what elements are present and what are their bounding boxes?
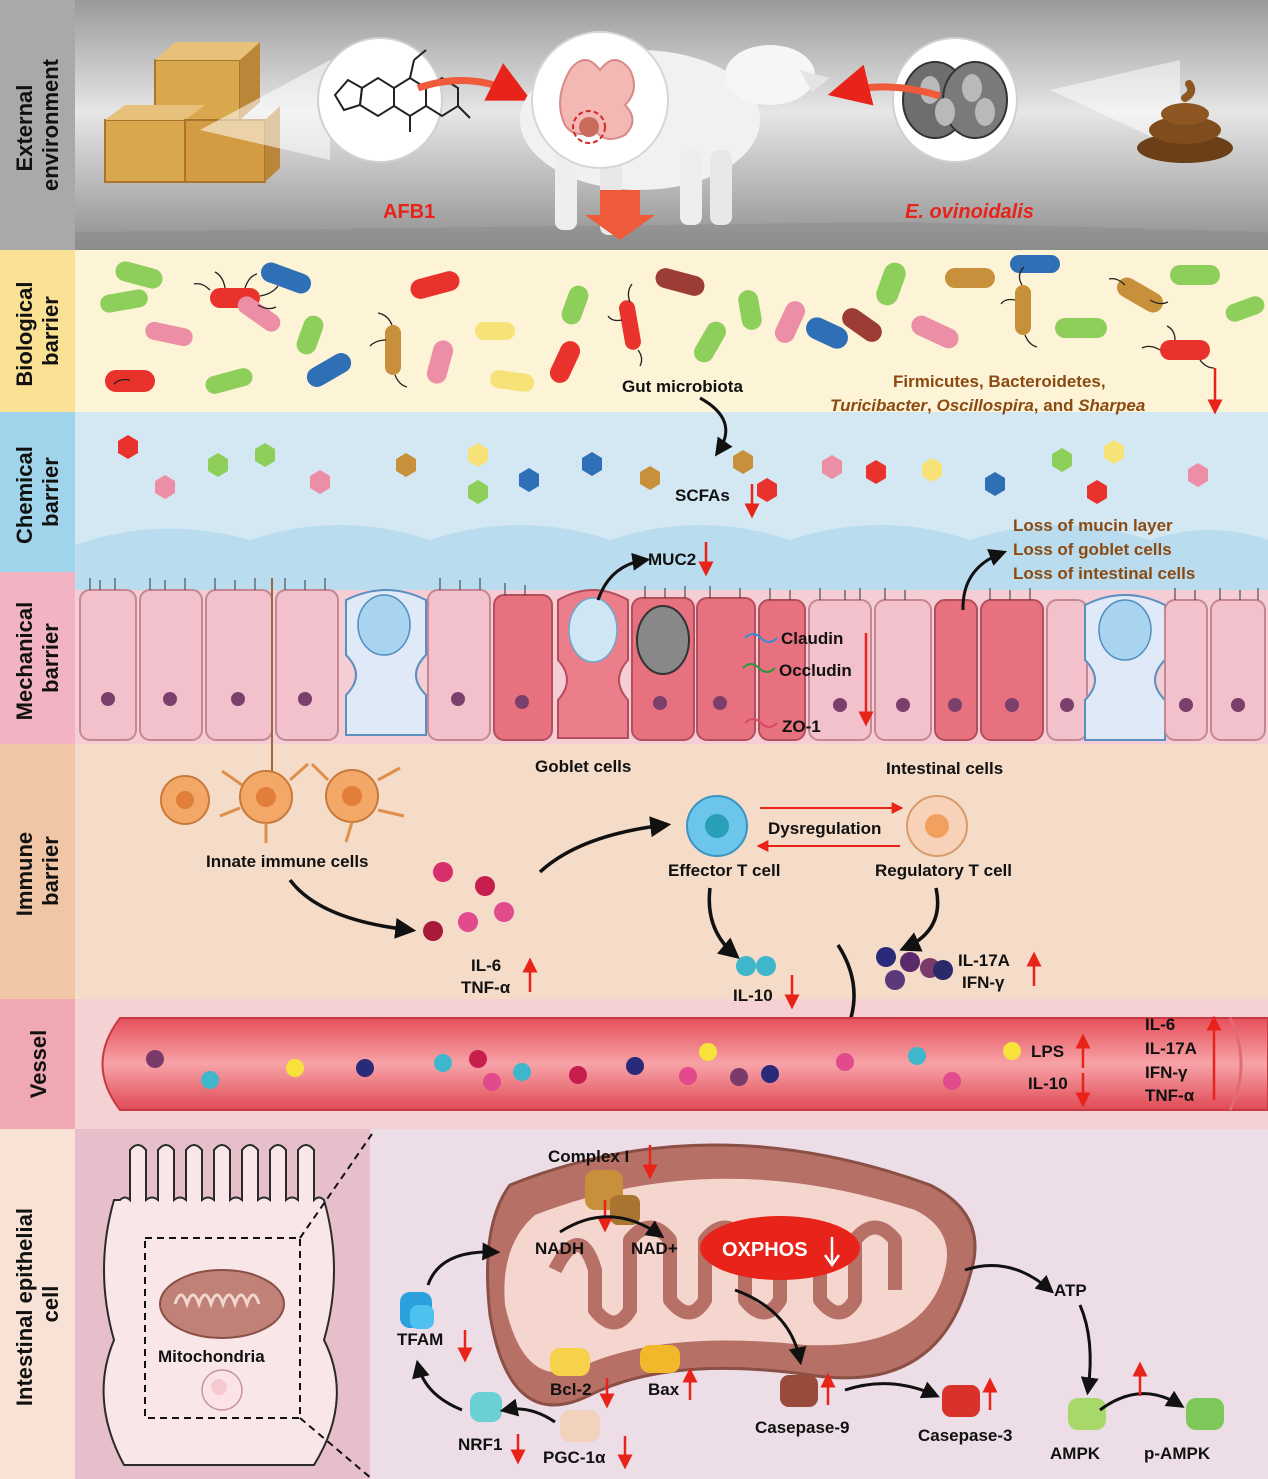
il6-immune-label: IL-6 — [471, 956, 501, 975]
eimeria-label: E. ovinoidalis — [905, 201, 1034, 223]
gut-microbiota-label: Gut microbiota — [622, 377, 743, 396]
ifng-vessel-label: IFN-γ — [1145, 1063, 1188, 1082]
ampk-icon — [1068, 1398, 1106, 1430]
blood-vessel — [101, 1017, 1268, 1111]
afb1-label: AFB1 — [383, 201, 435, 223]
loss-intestinal-label: Loss of intestinal cells — [1013, 564, 1195, 583]
nrf1-label: NRF1 — [458, 1435, 502, 1454]
feces-icon — [1137, 80, 1233, 163]
innate-immune-cells-icon — [160, 762, 405, 843]
down-arrow-red-icon — [585, 190, 655, 240]
claudin-icon — [744, 633, 778, 643]
il10-vessel-label: IL-10 — [1028, 1074, 1068, 1093]
occludin-icon — [742, 663, 776, 673]
caspase9-icon — [780, 1375, 818, 1407]
tnfa-immune-label: TNF-α — [461, 978, 511, 997]
immune-label: Immune barrier — [12, 826, 63, 916]
il10-cytokine-icon — [736, 956, 776, 976]
caspase9-label: Casepase-9 — [755, 1418, 850, 1437]
external-label: External environment — [12, 58, 63, 191]
bax-label: Bax — [648, 1380, 680, 1399]
il10-immune-label: IL-10 — [733, 986, 773, 1005]
caspase3-icon — [942, 1385, 980, 1417]
p-ampk-label: p-AMPK — [1144, 1444, 1211, 1463]
mitochondria-label: Mitochondria — [158, 1347, 265, 1366]
il17-ifng-cytokine-icon — [876, 947, 953, 990]
goblet-cells-label: Goblet cells — [535, 757, 631, 776]
intestinal-cells-label: Intestinal cells — [886, 759, 1003, 778]
oxphos-label: OXPHOS — [722, 1239, 808, 1261]
eimeria-oocyst-icon — [902, 61, 1008, 139]
claudin-label: Claudin — [781, 629, 843, 648]
nadh-label: NADH — [535, 1239, 584, 1258]
bax-icon — [640, 1345, 680, 1373]
vessel-cytokines — [146, 1042, 1021, 1091]
p-ampk-icon — [1186, 1398, 1224, 1430]
afb1-structure-icon — [333, 49, 471, 132]
nrf1-icon — [470, 1392, 502, 1422]
tfam-icon — [400, 1292, 434, 1329]
muc2-label: MUC2 — [648, 550, 696, 569]
mechanical-label: Mechanical barrier — [12, 596, 63, 721]
il6-vessel-label: IL-6 — [1145, 1015, 1175, 1034]
il17a-immune-label: IL-17A — [958, 951, 1010, 970]
epithelial-label: Intestinal epithelial cell — [12, 1202, 63, 1406]
il17a-vessel-label: IL-17A — [1145, 1039, 1197, 1058]
ampk-label: AMPK — [1050, 1444, 1101, 1463]
complex1-label: Complex I — [548, 1147, 629, 1166]
loss-goblet-label: Loss of goblet cells — [1013, 540, 1172, 559]
cytokine-cluster-inflammatory — [423, 862, 514, 941]
loss-mucin-label: Loss of mucin layer — [1013, 516, 1173, 535]
afb1-molecule-circle — [317, 37, 443, 163]
zo1-label: ZO-1 — [782, 717, 821, 736]
taxa-line2: Turicibacter, Oscillospira, and Sharpea — [830, 396, 1145, 415]
mucus-layer — [75, 525, 1268, 590]
scfa-molecules — [118, 435, 1208, 504]
side-labels: External environment Biological barrier … — [0, 0, 75, 1479]
chemical-label: Chemical barrier — [12, 440, 63, 544]
pgc1a-label: PGC-1α — [543, 1448, 606, 1467]
lps-label: LPS — [1031, 1042, 1064, 1061]
vessel-label: Vessel — [26, 1030, 51, 1099]
caspase3-label: Casepase-3 — [918, 1426, 1013, 1445]
epithelial-cell-illustration — [102, 1144, 338, 1466]
biological-label: Biological barrier — [12, 275, 63, 386]
dysregulation-label: Dysregulation — [768, 819, 881, 838]
sheep-illustration — [520, 31, 830, 235]
gut-bacteria — [100, 255, 1265, 394]
regulatory-t-cell-label: Regulatory T cell — [875, 861, 1012, 880]
microbiota-to-scfa-arrow — [699, 396, 733, 457]
tfam-label: TFAM — [397, 1330, 443, 1349]
pgc1a-icon — [560, 1410, 600, 1442]
effector-t-cell-label: Effector T cell — [668, 861, 780, 880]
innate-immune-label: Innate immune cells — [206, 852, 369, 871]
ifng-immune-label: IFN-γ — [962, 973, 1005, 992]
epithelium — [79, 578, 1266, 741]
taxa-line1: Firmicutes, Bacteroidetes, — [893, 372, 1106, 391]
zo1-icon — [744, 718, 778, 728]
atp-label: ATP — [1054, 1281, 1087, 1300]
oxphos-badge — [700, 1216, 860, 1280]
bcl2-label: Bcl-2 — [550, 1380, 592, 1399]
bcl2-icon — [550, 1348, 590, 1376]
nadplus-label: NAD+ — [631, 1239, 678, 1258]
scfas-label: SCFAs — [675, 486, 730, 505]
tnfa-vessel-label: TNF-α — [1145, 1086, 1195, 1105]
occludin-label: Occludin — [779, 661, 852, 680]
